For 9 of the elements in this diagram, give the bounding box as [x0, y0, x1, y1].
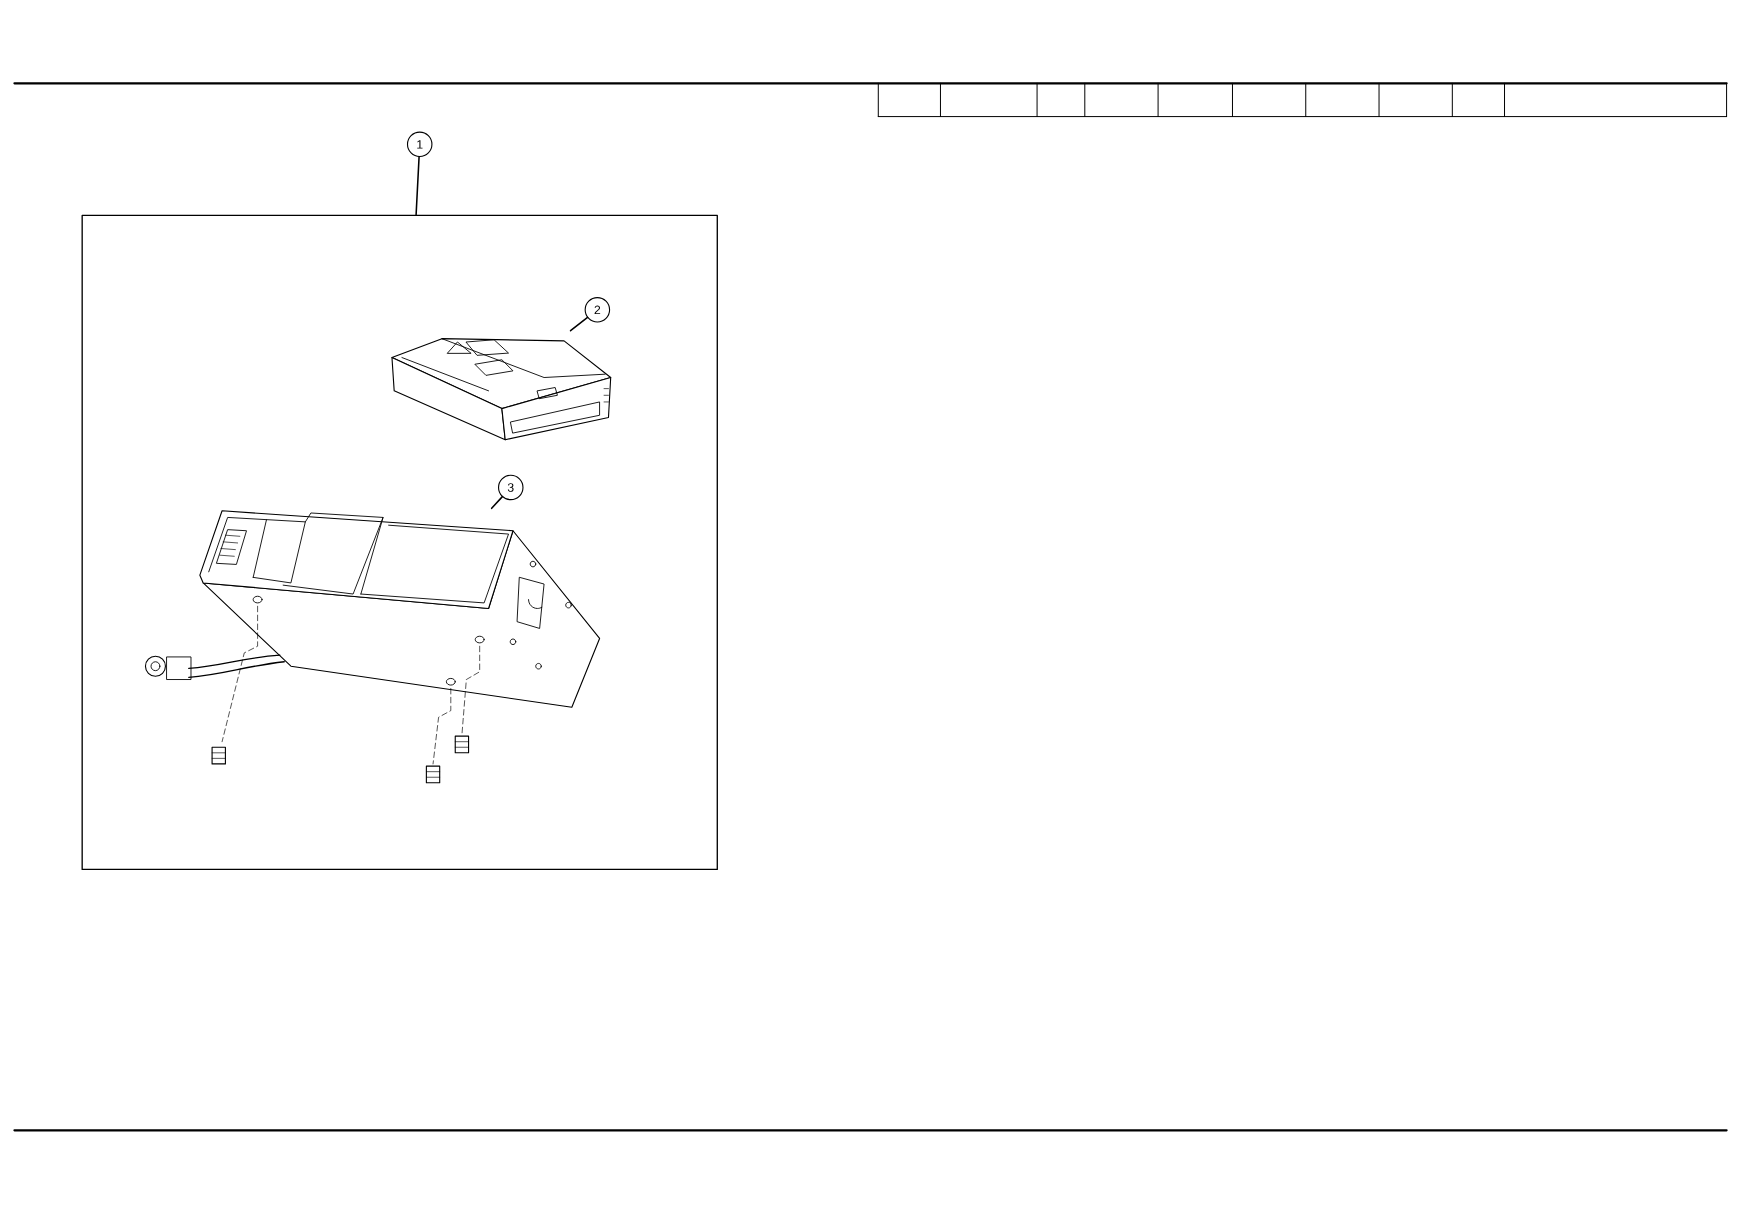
frame-box — [81, 214, 718, 870]
callout-number: 2 — [584, 296, 611, 323]
leader-line — [569, 316, 589, 332]
callout-number: 3 — [498, 474, 524, 500]
leader-line — [415, 155, 420, 216]
changer-drawing — [144, 509, 601, 784]
leader-line — [490, 495, 504, 509]
cassette-drawing — [391, 337, 612, 440]
callout-number: 1 — [406, 131, 433, 157]
